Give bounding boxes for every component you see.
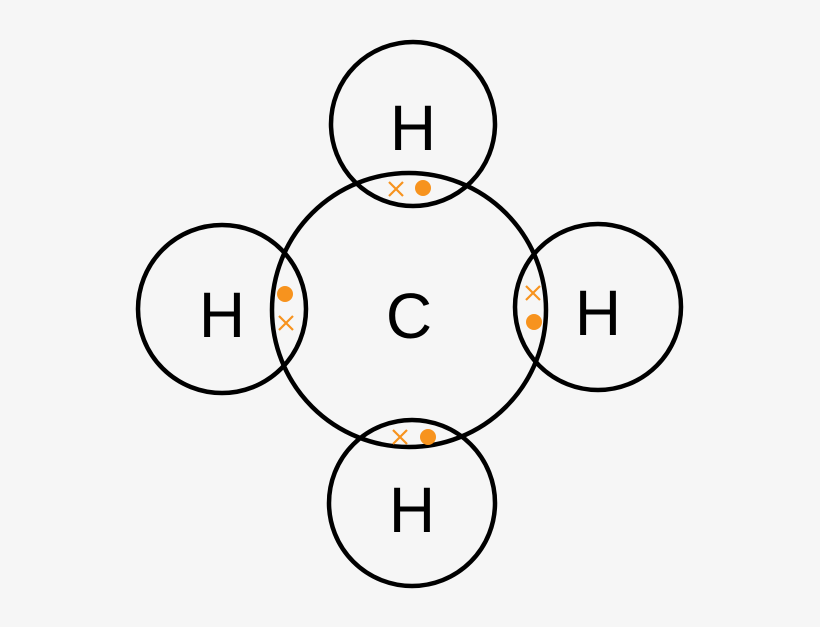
hydrogen-electron-dot-left: [277, 286, 293, 302]
carbon-symbol: C: [386, 280, 432, 352]
hydrogen-shell-top: [328, 39, 498, 209]
carbon-electron-cross-right: [525, 285, 541, 301]
hydrogen-electron-dot-top: [415, 180, 431, 196]
hydrogen-shell-bottom: [326, 417, 498, 589]
carbon-shell: [269, 170, 549, 450]
hydrogen-symbol-top: H: [390, 92, 436, 164]
hydrogen-symbol-left: H: [199, 279, 245, 351]
carbon-electron-cross-top: [388, 181, 404, 197]
carbon-electron-cross-left: [278, 315, 294, 331]
hydrogen-electron-dot-bottom: [420, 429, 436, 445]
hydrogen-symbol-bottom: H: [389, 474, 435, 546]
carbon-electron-cross-bottom: [392, 429, 408, 445]
hydrogen-symbol-right: H: [575, 277, 621, 349]
hydrogen-electron-dot-right: [526, 314, 542, 330]
hydrogen-shell-right: [512, 221, 684, 393]
hydrogen-shell-left: [135, 222, 309, 396]
